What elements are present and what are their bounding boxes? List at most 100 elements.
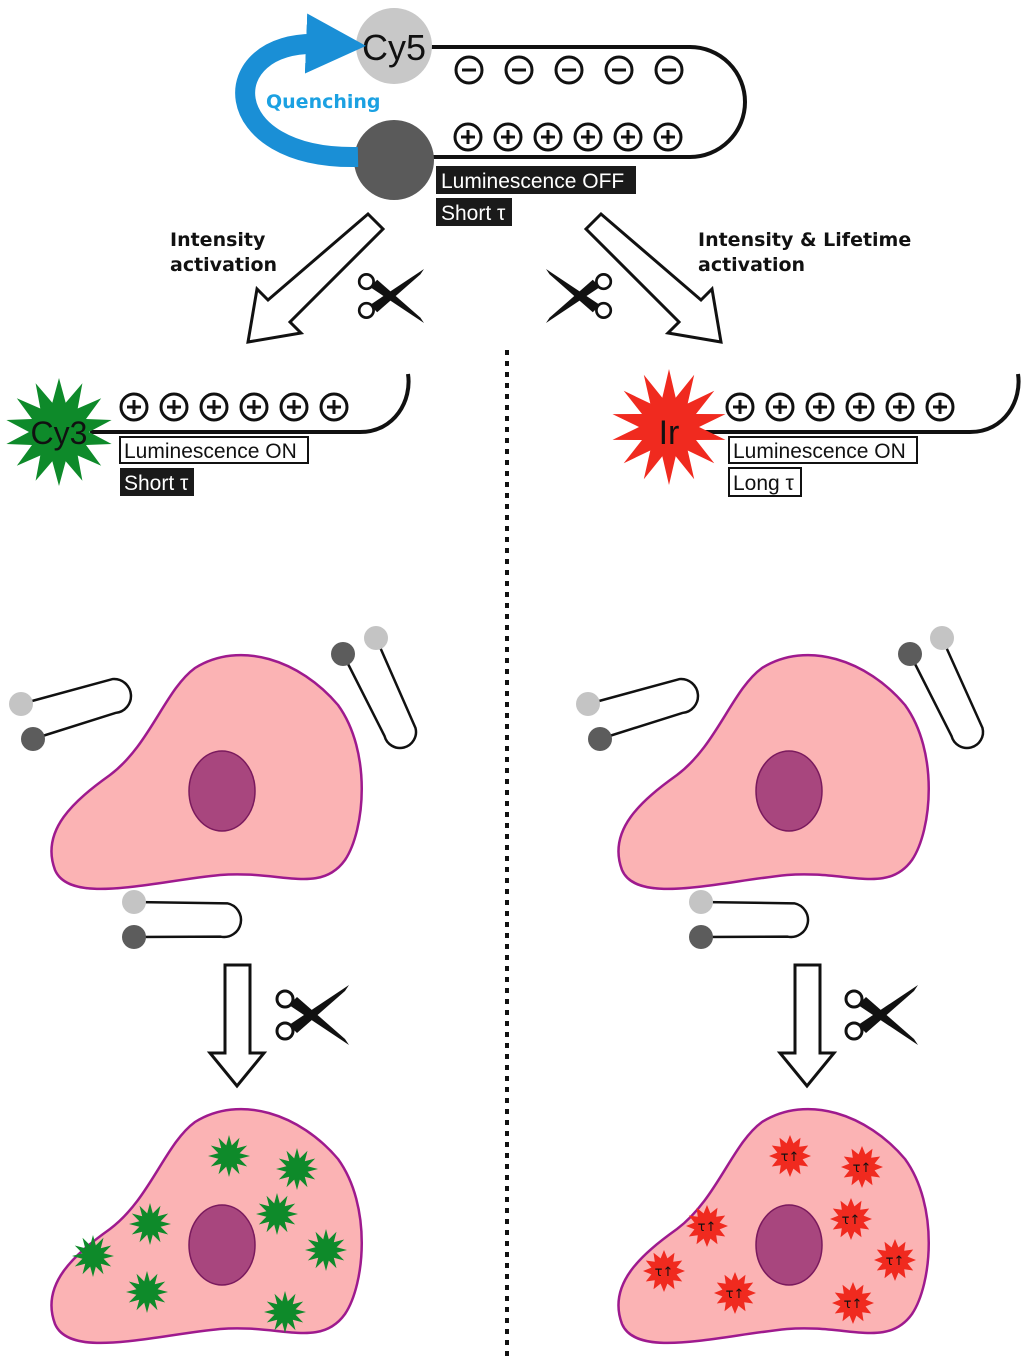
green-star-icon (72, 1235, 114, 1277)
minus-charge-icon (454, 55, 484, 85)
right-activation-line1: Intensity & Lifetime (698, 229, 911, 251)
quencher-dot (354, 120, 434, 200)
left-open-strand (90, 373, 411, 434)
scissors-handle (844, 1021, 864, 1041)
hairpin-probe (898, 626, 985, 750)
red-star-icon: τ↑ (832, 1282, 874, 1324)
plus-charges (453, 122, 683, 152)
red-star-icon: τ↑ (769, 1135, 811, 1177)
scissors-blade (546, 279, 600, 323)
scissors-handle (357, 273, 375, 291)
long-lifetime-text: Long τ (733, 472, 795, 495)
green-star-icon (126, 1271, 168, 1313)
plus-charge-icon (765, 392, 795, 422)
scissors-blade (546, 269, 600, 313)
plus-charge-icon (279, 392, 309, 422)
minus-charges (454, 55, 684, 85)
short-lifetime-box-left (120, 468, 194, 496)
probe-fluorophore (689, 890, 713, 914)
cell-after-right (617, 1107, 930, 1345)
plus-charge-icon (159, 392, 189, 422)
hairpin-probe (122, 890, 243, 949)
hairpin-probe (9, 677, 133, 751)
plus-charge-icon (319, 392, 349, 422)
luminescence-on-box-left (119, 436, 309, 464)
nucleus (755, 750, 823, 832)
cy3-label: Cy3 (31, 415, 88, 451)
plus-charge-icon (845, 392, 875, 422)
plus-charge-icon (613, 122, 643, 152)
green-star-icon (208, 1135, 250, 1177)
probe-quencher (21, 727, 45, 751)
tau-up-label: τ↑ (655, 1265, 674, 1280)
ir-signals: τ↑ τ↑ τ↑ τ↑ τ↑ τ↑ τ↑ τ↑ (643, 1135, 916, 1324)
luminescence-on-text-left: Luminescence ON (124, 440, 297, 463)
green-star-icon (129, 1203, 171, 1245)
plus-charge-icon (453, 122, 483, 152)
plus-charge-icon (925, 392, 955, 422)
left-open-probe: Cy3 Luminescence ON Short τ (6, 373, 411, 496)
plus-charge-icon (119, 392, 149, 422)
hairpin-probe (576, 677, 700, 751)
tau-up-label: τ↑ (726, 1287, 745, 1302)
scissors-handle (357, 301, 375, 319)
plus-charge-icon (885, 392, 915, 422)
nucleus (188, 750, 256, 832)
probe-fluorophore (9, 692, 33, 716)
cy3-signals (72, 1135, 347, 1333)
plus-charge-icon (493, 122, 523, 152)
tau-up-label: τ↑ (842, 1213, 861, 1228)
plus-charge-icon (725, 392, 755, 422)
plus-charge-icon (573, 122, 603, 152)
scissors-blade (289, 985, 349, 1033)
right-open-strand (700, 373, 1021, 434)
plus-charge-icon (805, 392, 835, 422)
red-star-icon: τ↑ (830, 1198, 872, 1240)
scissors-icon (275, 985, 349, 1045)
plus-charge-icon (533, 122, 563, 152)
tau-up-label: τ↑ (698, 1220, 717, 1235)
probe-quencher (122, 925, 146, 949)
scissors-handle (275, 1021, 295, 1041)
probe-quencher (898, 642, 922, 666)
left-activation-line1: Intensity (170, 229, 266, 251)
scissors-blade (858, 997, 918, 1045)
scissors-blade (289, 997, 349, 1045)
probe-quencher (689, 925, 713, 949)
tau-up-label: τ↑ (886, 1254, 905, 1269)
red-star-icon: τ↑ (643, 1250, 685, 1292)
short-lifetime-text-left: Short τ (124, 472, 189, 495)
minus-charge-icon (654, 55, 684, 85)
left-branch-arrow (246, 211, 386, 344)
probe-fluorophore (364, 626, 388, 650)
short-lifetime-box-top: Short τ (436, 198, 512, 226)
luminescence-off-text: Luminescence OFF (441, 170, 624, 193)
scissors-handle (844, 989, 864, 1009)
luminescence-on-box-right (728, 436, 918, 464)
quenching-arrow: Quenching (235, 13, 381, 168)
luminescence-off-box: Luminescence OFF (436, 166, 636, 194)
probe-quencher (588, 727, 612, 751)
tau-up-label: τ↑ (844, 1297, 863, 1312)
right-activation-line2: activation (698, 254, 805, 276)
plus-charge-icon (199, 392, 229, 422)
red-star-icon: τ↑ (841, 1146, 883, 1188)
hairpin-probes (9, 626, 985, 949)
probe-fluorophore (576, 692, 600, 716)
cell-before-right (617, 653, 930, 891)
nucleus (188, 1204, 256, 1286)
ir-star-icon (612, 369, 726, 485)
right-down-arrow (776, 963, 838, 1089)
scissors-handle (595, 301, 613, 319)
hairpin-probe (689, 890, 810, 949)
plus-charge-icon (239, 392, 269, 422)
probe-fluorophore (930, 626, 954, 650)
scissors-handle (595, 273, 613, 291)
tau-up-label: τ↑ (781, 1150, 800, 1165)
left-activation-line2: activation (170, 254, 277, 276)
red-star-icon: τ↑ (714, 1272, 756, 1314)
short-lifetime-text-top: Short τ (441, 202, 506, 225)
top-hairpin-strand (430, 45, 747, 159)
minus-charge-icon (554, 55, 584, 85)
